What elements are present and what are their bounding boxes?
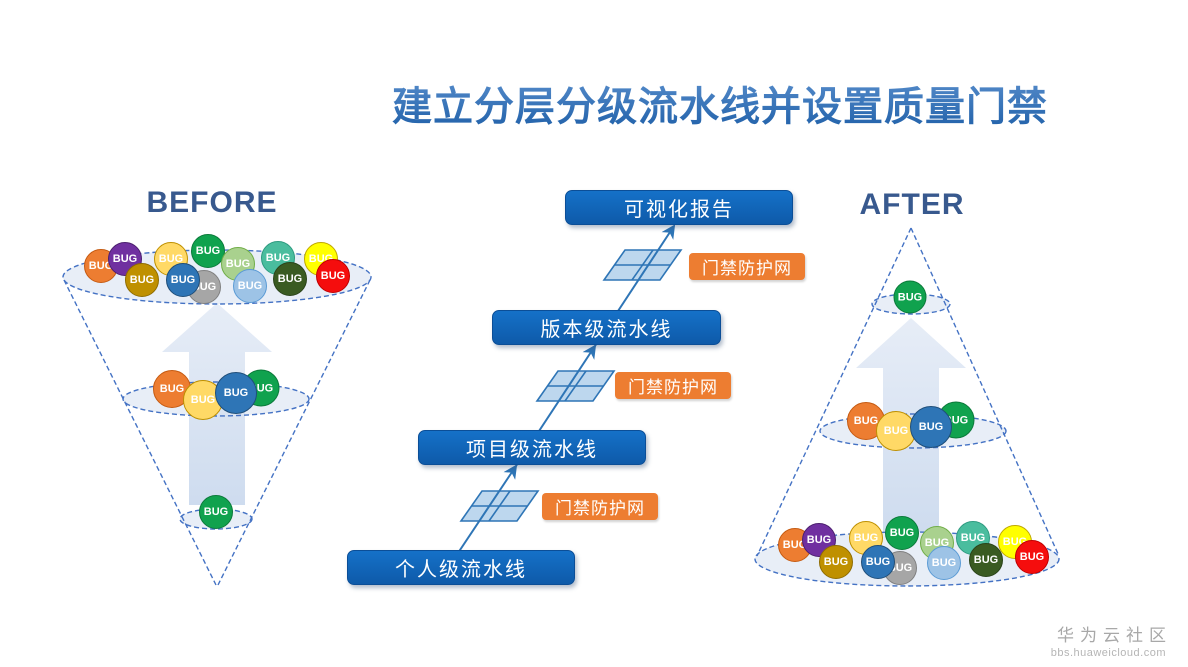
pipeline-box-personal: 个人级流水线 <box>347 550 575 585</box>
watermark: 华为云社区 bbs.huaweicloud.com <box>1051 621 1166 659</box>
flow-line-segment-1 <box>449 464 518 566</box>
pipeline-box-report: 可视化报告 <box>565 190 793 225</box>
bug-ball-lightblue: BUG <box>233 269 267 303</box>
bug-ball-red: BUG <box>316 259 350 293</box>
bug-ball-olive: BUG <box>125 263 159 297</box>
pipeline-box-project: 项目级流水线 <box>418 430 646 465</box>
watermark-url: bbs.huaweicloud.com <box>1050 647 1166 659</box>
bug-ball-blue: BUG <box>861 545 895 579</box>
bug-ball-lightblue: BUG <box>927 546 961 580</box>
bug-ball-blue: BUG <box>910 406 952 448</box>
quality-net-2 <box>535 370 616 402</box>
before-funnel-right-side <box>217 279 371 586</box>
before-funnel-left-side <box>63 279 217 586</box>
gate-label-3: 门禁防护网 <box>689 253 805 280</box>
bug-ball-blue: BUG <box>215 372 257 414</box>
after-cone-left-side <box>756 227 912 557</box>
bug-ball-red: BUG <box>1015 540 1049 574</box>
after-label: AFTER <box>859 188 965 221</box>
bug-ball-green: BUG <box>893 280 927 314</box>
watermark-brand: 华为云社区 <box>1057 626 1172 645</box>
bug-ball-darkgreen: BUG <box>969 543 1003 577</box>
before-label: BEFORE <box>146 186 278 219</box>
before-funnel <box>62 249 372 586</box>
bug-ball-darkgreen: BUG <box>273 262 307 296</box>
bug-ball-olive: BUG <box>819 545 853 579</box>
bug-ball-green: BUG <box>191 234 225 268</box>
slide-title: 建立分层分级流水线并设置质量门禁 <box>392 74 1048 132</box>
gate-label-1: 门禁防护网 <box>542 493 658 520</box>
after-cone-right-side <box>910 227 1060 557</box>
quality-net-3 <box>602 249 683 281</box>
gate-label-2: 门禁防护网 <box>615 372 731 399</box>
bug-ball-green: BUG <box>199 495 233 529</box>
pipeline-box-version: 版本级流水线 <box>492 310 721 345</box>
bug-ball-lightyellow: BUG <box>876 411 916 451</box>
bug-ball-blue: BUG <box>166 263 200 297</box>
quality-net-1 <box>459 490 540 522</box>
bug-ball-green: BUG <box>885 516 919 550</box>
